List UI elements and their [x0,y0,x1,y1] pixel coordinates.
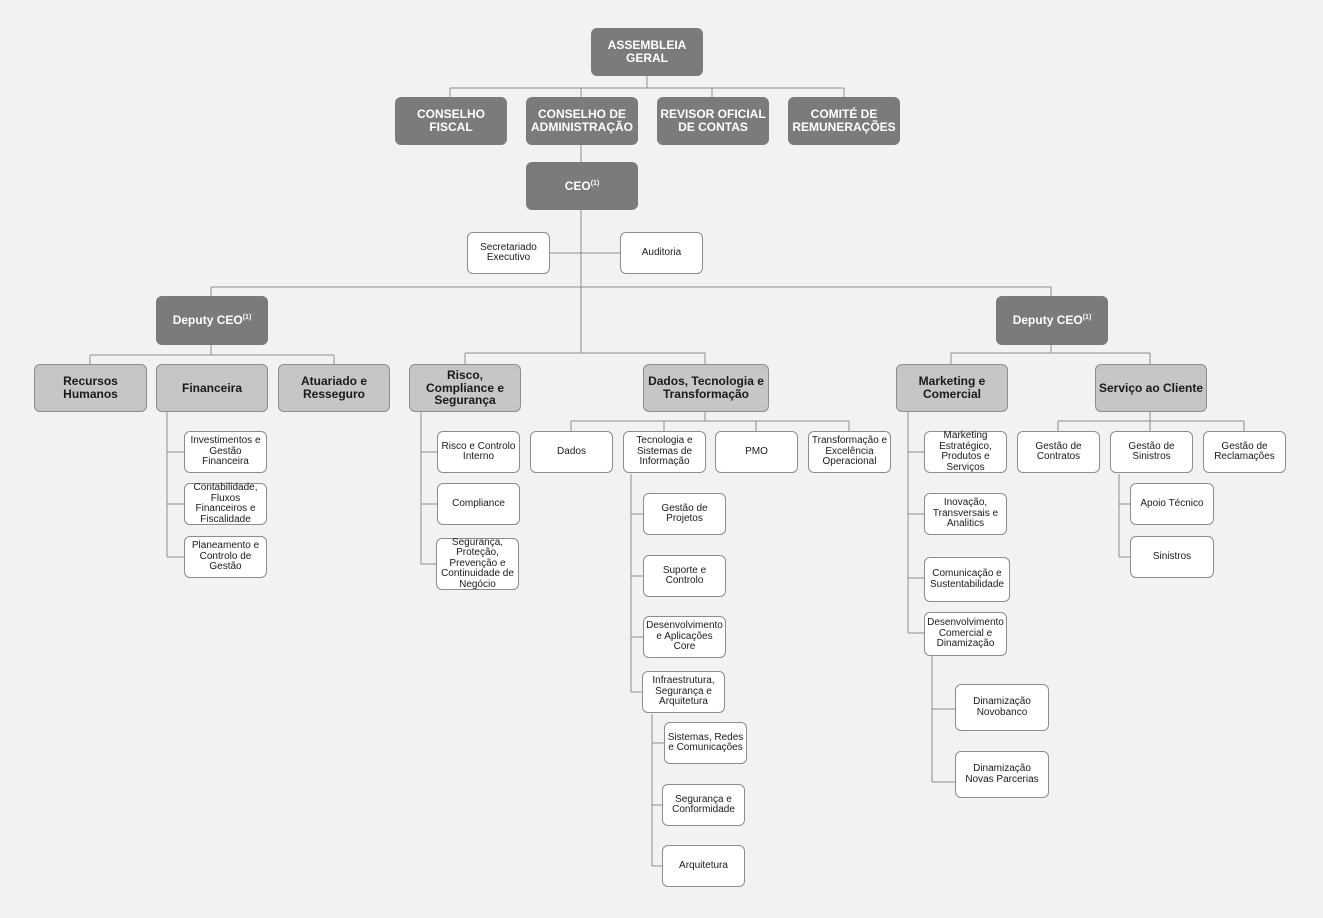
conselho-fiscal-label: CONSELHO FISCAL [416,107,485,134]
sinistros-item-sinistros: Sinistros [1130,536,1214,578]
dados-box: Dados [530,431,613,473]
infra-item-label: Arquitetura [679,859,728,871]
infra-item-arquitetura: Arquitetura [662,845,745,887]
fin-item-label: Planeamento e Controlo de Gestão [191,540,260,573]
tsi-item-label: Infraestrutura, Segurança e Arquitetura [652,675,715,708]
infra-item-label: Segurança e Conformidade [672,793,735,815]
gestao-contratos-box: Gestão de Contratos [1017,431,1100,473]
recursos-humanos-label: Recursos Humanos [63,374,118,401]
financeira-label: Financeira [181,380,243,395]
mkt-item-label: Marketing Estratégico, Produtos e Serviç… [939,430,992,473]
atuariado-box: Atuariado e Resseguro [278,364,390,412]
dados-tecnologia-box: Dados, Tecnologia e Transformação [643,364,769,412]
fin-item-investimentos: Investimentos e Gestão Financeira [184,431,267,473]
dados-tecnologia-label: Dados, Tecnologia e Transformação [648,374,764,401]
assembleia-geral-box: ASSEMBLEIA GERAL [591,28,703,76]
revisor-oficial-box: REVISOR OFICIAL DE CONTAS [657,97,769,145]
mkt-item-inovacao: Inovação, Transversais e Analitics [924,493,1007,535]
comite-remuneracoes-box: COMITÉ DE REMUNERAÇÕES [788,97,900,145]
risco-item-label: Risco e Controlo Interno [441,440,516,462]
tsi-item-projetos: Gestão de Projetos [643,493,726,535]
comite-remuneracoes-label: COMITÉ DE REMUNERAÇÕES [792,107,896,134]
fin-item-label: Contabilidade, Fluxos Financeiros e Fisc… [193,482,258,525]
dinam-item-novobanco: Dinamização Novobanco [955,684,1049,731]
recursos-humanos-box: Recursos Humanos [34,364,147,412]
marketing-comercial-label: Marketing e Comercial [918,374,986,401]
ceo-label: CEO [564,178,591,193]
tsi-item-suporte: Suporte e Controlo [643,555,726,597]
fin-item-contabilidade: Contabilidade, Fluxos Financeiros e Fisc… [184,482,267,525]
mkt-item-label: Desenvolvimento Comercial e Dinamização [927,617,1004,650]
tecnologia-sistemas-box: Tecnologia e Sistemas de Informação [623,431,706,473]
sinistros-item-apoio: Apoio Técnico [1130,483,1214,525]
sinistros-item-label: Sinistros [1152,550,1192,562]
mkt-item-desenvolvimento: Desenvolvimento Comercial e Dinamização [924,612,1007,656]
gestao-contratos-label: Gestão de Contratos [1035,440,1082,462]
auditoria-box: Auditoria [620,232,703,274]
tecnologia-sistemas-label: Tecnologia e Sistemas de Informação [636,435,693,468]
assembleia-geral-label: ASSEMBLEIA GERAL [607,38,687,65]
servico-cliente-box: Serviço ao Cliente [1095,364,1207,412]
atuariado-label: Atuariado e Resseguro [300,374,367,401]
pmo-box: PMO [715,431,798,473]
gestao-sinistros-box: Gestão de Sinistros [1110,431,1193,473]
sinistros-item-label: Apoio Técnico [1140,497,1204,509]
deputy-ceo-left-box: Deputy CEO(1) [156,296,268,345]
dinam-item-label: Dinamização Novas Parcerias [965,763,1039,785]
tsi-item-infraestrutura: Infraestrutura, Segurança e Arquitetura [642,671,725,713]
conselho-administracao-label: CONSELHO DE ADMINISTRAÇÃO [531,107,633,134]
deputy-ceo-left-label: Deputy CEO [172,313,243,328]
risco-item-seguranca: Segurança, Proteção, Prevenção e Continu… [436,536,519,590]
secretariado-executivo-label: Secretariado Executivo [480,241,537,263]
dados-label: Dados [557,445,586,457]
tsi-item-label: Gestão de Projetos [661,502,708,524]
auditoria-label: Auditoria [641,246,682,258]
mkt-item-label: Inovação, Transversais e Analitics [932,497,999,530]
gestao-reclamacoes-label: Gestão de Reclamações [1214,440,1275,462]
risco-item-label: Compliance [452,497,505,509]
risco-item-label: Segurança, Proteção, Prevenção e Continu… [441,536,514,590]
ceo-box: CEO(1) [526,162,638,210]
deputy-ceo-right-note: (1) [1082,314,1092,322]
gestao-reclamacoes-box: Gestão de Reclamações [1203,431,1286,473]
infra-item-label: Sistemas, Redes e Comunicações [667,731,744,753]
fin-item-planeamento: Planeamento e Controlo de Gestão [184,536,267,578]
servico-cliente-label: Serviço ao Cliente [1098,380,1204,395]
deputy-ceo-left-note: (1) [242,314,252,322]
dinam-item-label: Dinamização Novobanco [973,696,1031,718]
mkt-item-estrategico: Marketing Estratégico, Produtos e Serviç… [924,430,1007,473]
ceo-note: (1) [590,179,600,187]
fin-item-label: Investimentos e Gestão Financeira [190,435,261,468]
infra-item-sistemas: Sistemas, Redes e Comunicações [664,722,747,764]
tsi-item-label: Desenvolvimento e Aplicações Core [646,620,723,653]
secretariado-executivo-box: Secretariado Executivo [467,232,550,274]
tsi-item-desenvolvimento: Desenvolvimento e Aplicações Core [643,616,726,658]
mkt-item-comunicacao: Comunicação e Sustentabilidade [924,557,1010,602]
dinam-item-parcerias: Dinamização Novas Parcerias [955,751,1049,798]
revisor-oficial-label: REVISOR OFICIAL DE CONTAS [660,107,766,134]
marketing-comercial-box: Marketing e Comercial [896,364,1008,412]
conselho-fiscal-box: CONSELHO FISCAL [395,97,507,145]
risco-item-compliance: Compliance [437,483,520,525]
deputy-ceo-right-box: Deputy CEO(1) [996,296,1108,345]
transformacao-box: Transformação e Excelência Operacional [808,431,891,473]
financeira-box: Financeira [156,364,268,412]
risco-item-controlo: Risco e Controlo Interno [437,431,520,473]
conselho-administracao-box: CONSELHO DE ADMINISTRAÇÃO [526,97,638,145]
transformacao-label: Transformação e Excelência Operacional [811,435,888,468]
risco-compliance-label: Risco, Compliance e Segurança [425,368,505,408]
deputy-ceo-right-label: Deputy CEO [1012,313,1083,328]
pmo-label: PMO [745,445,768,457]
mkt-item-label: Comunicação e Sustentabilidade [930,568,1004,590]
gestao-sinistros-label: Gestão de Sinistros [1128,440,1175,462]
risco-compliance-box: Risco, Compliance e Segurança [409,364,521,412]
tsi-item-label: Suporte e Controlo [662,564,707,586]
infra-item-seguranca: Segurança e Conformidade [662,784,745,826]
